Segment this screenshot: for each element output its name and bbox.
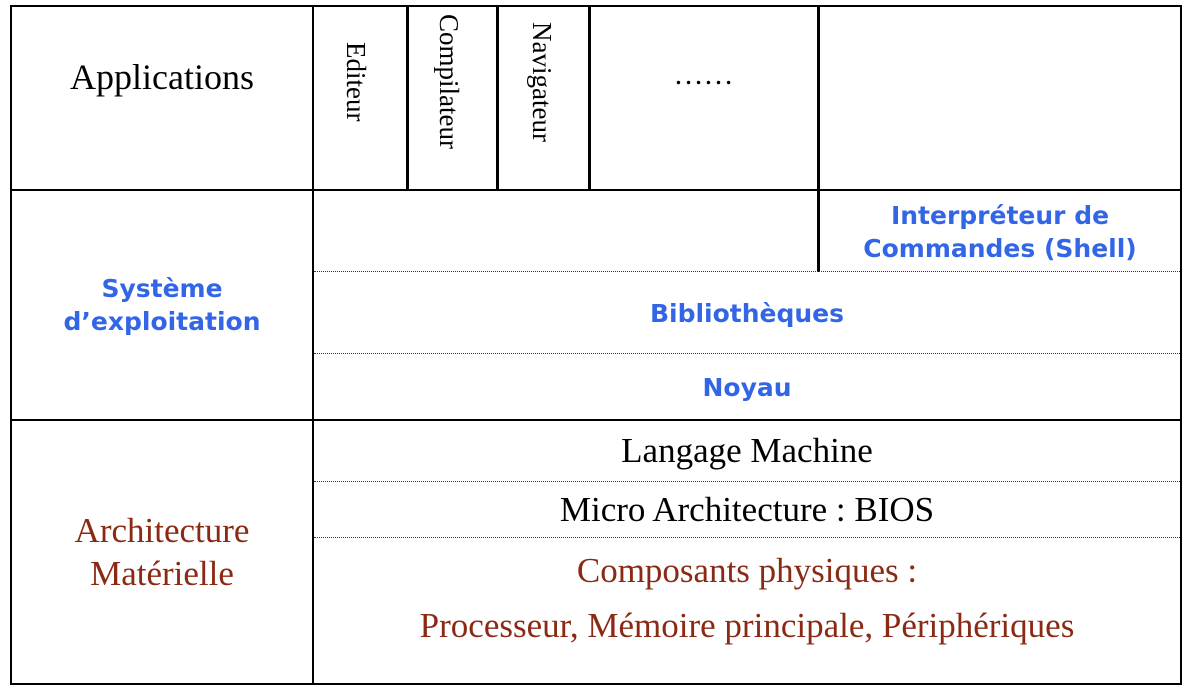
hardware-label-line1: Architecture xyxy=(74,511,250,550)
os-label: Système d’exploitation xyxy=(12,191,312,419)
app-item-compilateur: Compilateur xyxy=(434,14,464,149)
editeur-compilateur-divider xyxy=(406,5,409,189)
components-line2: Processeur, Mémoire principale, Périphér… xyxy=(419,606,1075,645)
compilateur-navigateur-divider xyxy=(496,5,499,189)
ellipsis-shell-divider xyxy=(817,5,820,272)
app-item-editeur: Editeur xyxy=(341,42,371,122)
shell-label-line2: Commandes (Shell) xyxy=(863,234,1137,263)
libraries-label: Bibliothèques xyxy=(649,298,845,328)
os-label-line1: Système xyxy=(101,274,223,303)
machine-bios-divider xyxy=(314,481,1180,482)
components-label: Composants physiques : Processeur, Mémoi… xyxy=(314,539,1180,657)
os-label-line2: d’exploitation xyxy=(63,307,261,336)
bios-components-divider xyxy=(314,537,1180,538)
applications-label: Applications xyxy=(70,57,254,97)
micro-architecture-label: Micro Architecture : BIOS xyxy=(559,490,935,529)
machine-language-label: Langage Machine xyxy=(621,431,873,470)
hardware-label-line2: Matérielle xyxy=(90,554,234,593)
applications-os-divider xyxy=(10,189,1182,191)
shell-libraries-divider xyxy=(314,271,1180,272)
shell-label: Interpréteur de Commandes (Shell) xyxy=(820,193,1180,271)
shell-label-line1: Interpréteur de xyxy=(890,201,1110,230)
os-hardware-divider xyxy=(10,419,1182,421)
components-line1: Composants physiques : xyxy=(576,551,918,590)
label-column-divider xyxy=(312,5,314,685)
applications-ellipsis: …… xyxy=(673,58,734,91)
hardware-label: Architecture Matérielle xyxy=(12,421,312,683)
navigateur-ellipsis-divider xyxy=(588,5,591,189)
kernel-label: Noyau xyxy=(702,372,792,402)
libraries-kernel-divider xyxy=(314,353,1180,354)
app-item-navigateur: Navigateur xyxy=(527,22,557,142)
diagram-frame xyxy=(10,5,1182,685)
